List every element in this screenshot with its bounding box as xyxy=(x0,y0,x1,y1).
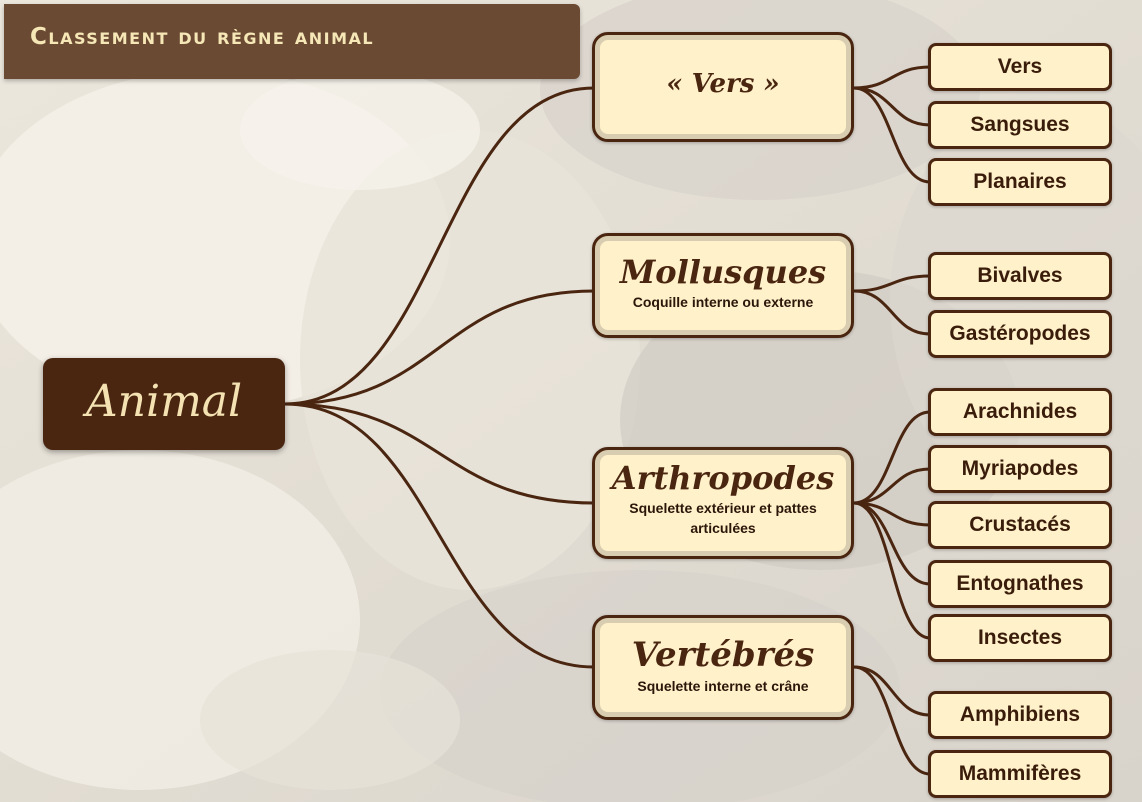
leaf-node-mammiferes: Mammifères xyxy=(928,750,1112,798)
group-node-mollusques: Mollusques Coquille interne ou externe xyxy=(592,233,854,338)
group-title: Vertébrés xyxy=(595,634,851,676)
root-node-animal: Animal xyxy=(43,358,285,450)
leaf-node-gasteropodes: Gastéropodes xyxy=(928,310,1112,358)
leaf-node-vers: Vers xyxy=(928,43,1112,91)
root-label: Animal xyxy=(43,376,285,427)
leaf-node-arachnides: Arachnides xyxy=(928,388,1112,436)
group-node-vertebres: Vertébrés Squelette interne et crâne xyxy=(592,615,854,720)
group-node-arthropodes: Arthropodes Squelette extérieur et patte… xyxy=(592,447,854,559)
leaf-node-crustaces: Crustacés xyxy=(928,501,1112,549)
group-title: Arthropodes xyxy=(595,458,851,498)
leaf-node-bivalves: Bivalves xyxy=(928,252,1112,300)
group-node-vers: « Vers » xyxy=(592,32,854,142)
group-description: Squelette interne et crâne xyxy=(595,676,851,696)
leaf-node-entognathes: Entognathes xyxy=(928,560,1112,608)
leaf-node-myriapodes: Myriapodes xyxy=(928,445,1112,493)
leaf-node-amphibiens: Amphibiens xyxy=(928,691,1112,739)
title-banner: Classement du règne animal xyxy=(4,4,580,79)
leaf-node-planaires: Planaires xyxy=(928,158,1112,206)
group-description: Squelette extérieur et pattes articulées xyxy=(595,498,851,538)
page-title: Classement du règne animal xyxy=(30,24,374,50)
leaf-node-insectes: Insectes xyxy=(928,614,1112,662)
group-title: Mollusques xyxy=(595,252,851,292)
leaf-node-sangsues: Sangsues xyxy=(928,101,1112,149)
group-description: Coquille interne ou externe xyxy=(595,292,851,312)
group-title: « Vers » xyxy=(595,69,851,99)
